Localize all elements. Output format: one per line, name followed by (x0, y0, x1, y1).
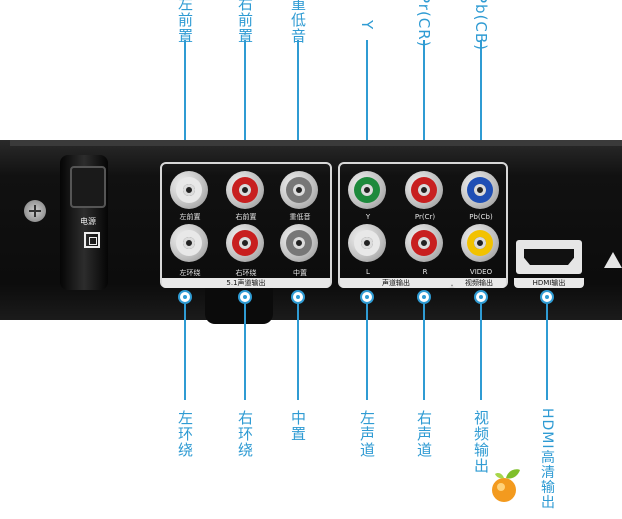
callout-text-pr: Pr(CR) (415, 0, 433, 48)
power-label: 电源 (80, 217, 96, 226)
callout-ring-surround-left (178, 290, 192, 304)
label-center: 中置 (293, 269, 307, 277)
label-pr: Pr(Cr) (414, 213, 436, 221)
callout-ring-video-out (474, 290, 488, 304)
callout-text-pb: Pb(CB) (472, 0, 490, 52)
jack-video[interactable] (461, 224, 499, 262)
callout-text-y: Y (358, 20, 376, 31)
callout-line-center (297, 304, 299, 400)
callout-line-surround-left (184, 304, 186, 400)
label-front-left: 左前置 (179, 213, 201, 221)
jack-left-audio[interactable] (348, 224, 386, 262)
callout-line-front-right (244, 40, 246, 150)
callout-line-subwoofer (297, 40, 299, 150)
label-subwoofer: 重低音 (289, 213, 311, 221)
jack-pb[interactable] (461, 171, 499, 209)
callout-line-video-out (480, 304, 482, 400)
jack-surround-right[interactable] (226, 224, 264, 262)
callout-line-right-audio (423, 304, 425, 400)
callout-text-center: 中置 (289, 410, 307, 442)
callout-text-right-audio: 右声道 (415, 410, 433, 458)
label-r: R (422, 268, 428, 276)
callout-text-front-right: 右前置 (236, 0, 254, 44)
jack-front-left[interactable] (170, 171, 208, 209)
callout-ring-left-audio (360, 290, 374, 304)
jack-y[interactable] (348, 171, 386, 209)
callout-text-surround-right: 右环绕 (236, 410, 254, 458)
label-surround-right: 右环绕 (235, 269, 257, 277)
label-y: Y (365, 213, 371, 221)
callout-text-left-audio: 左声道 (358, 410, 376, 458)
screw-icon (24, 200, 46, 222)
chassis-top-edge (10, 140, 622, 146)
footer-audio: 声道输出 (340, 278, 452, 288)
callout-line-surround-right (244, 304, 246, 400)
jack-front-right[interactable] (226, 171, 264, 209)
callout-ring-surround-right (238, 290, 252, 304)
label-surround-left: 左环绕 (179, 269, 201, 277)
certification-triangle-icon (604, 252, 622, 268)
callout-line-pb (480, 40, 482, 150)
callout-line-front-left (184, 40, 186, 150)
callout-line-y (366, 40, 368, 150)
jack-surround-left[interactable] (170, 224, 208, 262)
fruit-logo-icon (492, 469, 520, 502)
footer-5-1-channel: 5.1声道输出 (162, 278, 330, 288)
callout-text-subwoofer: 重低音 (289, 0, 307, 44)
callout-text-video-out: 视频输出 (472, 410, 490, 474)
label-video: VIDEO (469, 268, 493, 276)
callout-text-front-left: 左前置 (176, 0, 194, 44)
callout-text-hdmi-out: HDMI高清输出 (539, 408, 555, 510)
callout-ring-center (291, 290, 305, 304)
callout-ring-hdmi-out (540, 290, 554, 304)
jack-right-audio[interactable] (405, 224, 443, 262)
callout-line-hdmi-out (546, 304, 548, 400)
label-l: L (366, 268, 370, 276)
callout-line-pr (423, 40, 425, 150)
hdmi-port[interactable] (516, 240, 582, 274)
callout-text-surround-left: 左环绕 (176, 410, 194, 458)
callout-line-left-audio (366, 304, 368, 400)
callout-ring-right-audio (417, 290, 431, 304)
footer-hdmi: HDMI输出 (514, 278, 584, 288)
footer-video: 视频输出 (452, 278, 506, 288)
jack-pr[interactable] (405, 171, 443, 209)
jack-center[interactable] (280, 224, 318, 262)
label-pb: Pb(Cb) (469, 213, 493, 221)
label-front-right: 右前置 (235, 213, 257, 221)
power-socket (70, 166, 106, 208)
jack-subwoofer[interactable] (280, 171, 318, 209)
power-square-icon (84, 232, 100, 248)
